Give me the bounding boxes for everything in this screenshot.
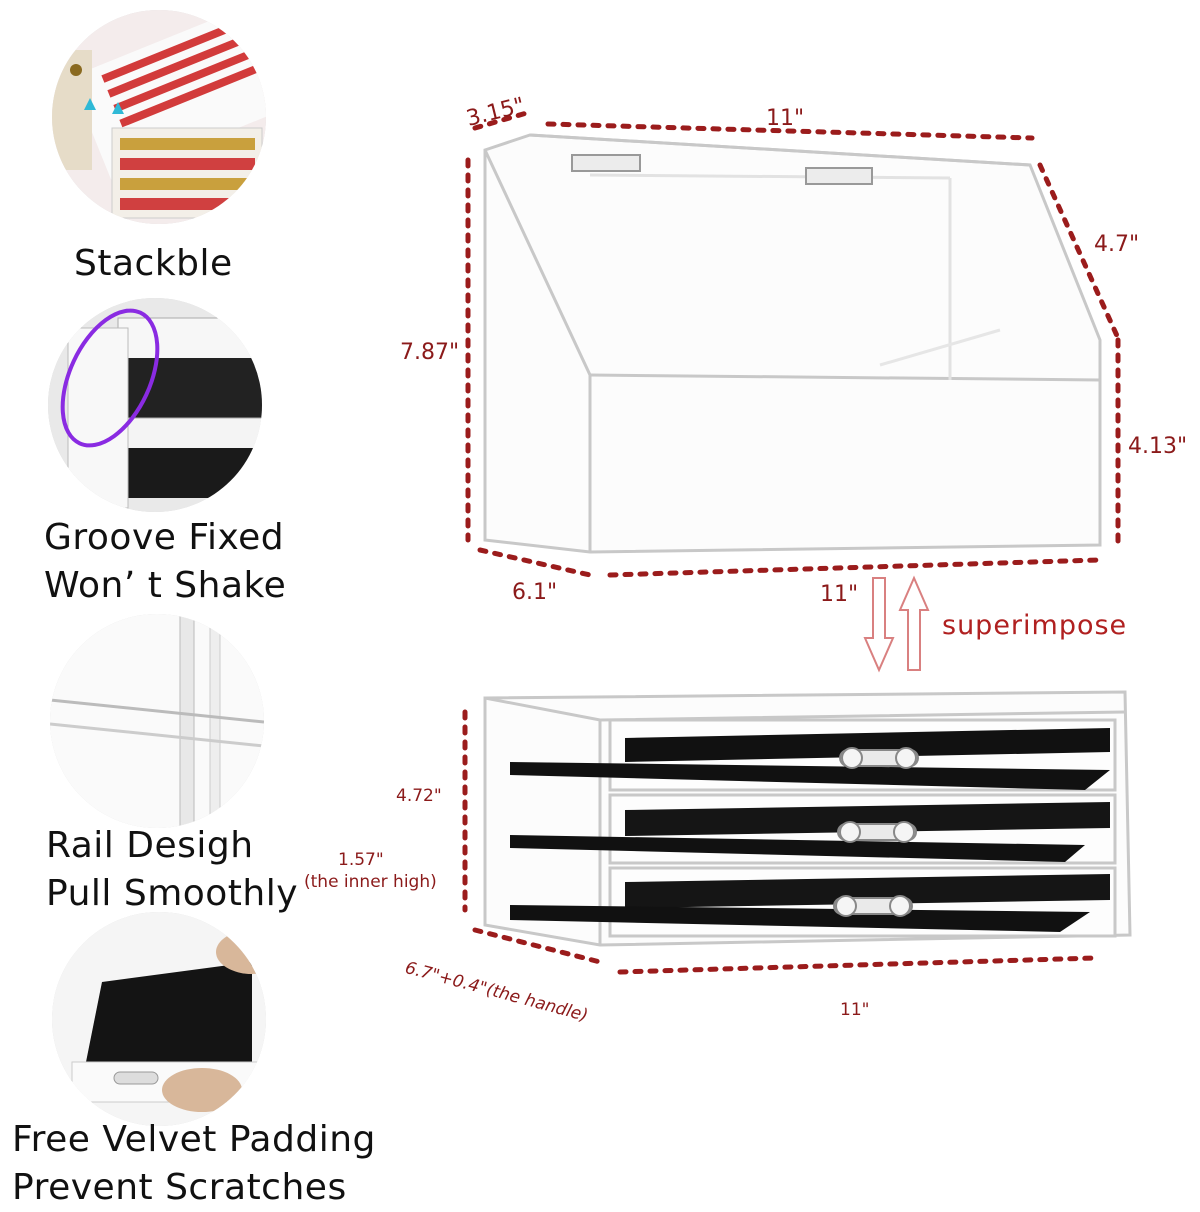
velvet-photo [52, 912, 266, 1126]
rail-photo [50, 614, 264, 828]
dim-top-width: 11" [766, 106, 805, 131]
arrow-down-icon [863, 577, 895, 673]
superimpose-arrows [863, 575, 930, 673]
dim-top-height: 7.87" [400, 340, 460, 365]
drawer-handle-2 [837, 821, 917, 843]
feature-stackable-label: Stackble [74, 243, 233, 284]
top-lid-box [483, 133, 1102, 554]
dim-top-front-height: 4.13" [1128, 434, 1188, 459]
dim-drawer-height: 4.72" [396, 786, 442, 806]
feature-rail-label-1: Rail Desigh [46, 825, 254, 866]
dim-top-bottom-depth: 6.1" [512, 580, 558, 605]
feature-groove-label-2: Won’ t Shake [44, 565, 287, 606]
dim-drawer-width: 11" [840, 1000, 870, 1020]
dim-inner-height-note: (the inner high) [304, 872, 437, 892]
arrow-up-icon [898, 575, 930, 671]
feature-velvet-label-1: Free Velvet Padding [12, 1119, 376, 1160]
dim-inner-height: 1.57" [338, 850, 384, 870]
dimension-lines [462, 109, 1121, 975]
groove-photo [48, 298, 262, 512]
superimpose-label: superimpose [942, 610, 1128, 641]
feature-rail-label-2: Pull Smoothly [46, 873, 299, 914]
drawer-handle-3 [833, 895, 913, 917]
feature-groove-label-1: Groove Fixed [44, 517, 285, 558]
drawer-handle-1 [839, 747, 919, 769]
drawer-unit [483, 690, 1132, 947]
dim-top-slope: 4.7" [1094, 232, 1140, 257]
dim-top-bottom-width: 11" [820, 582, 859, 607]
